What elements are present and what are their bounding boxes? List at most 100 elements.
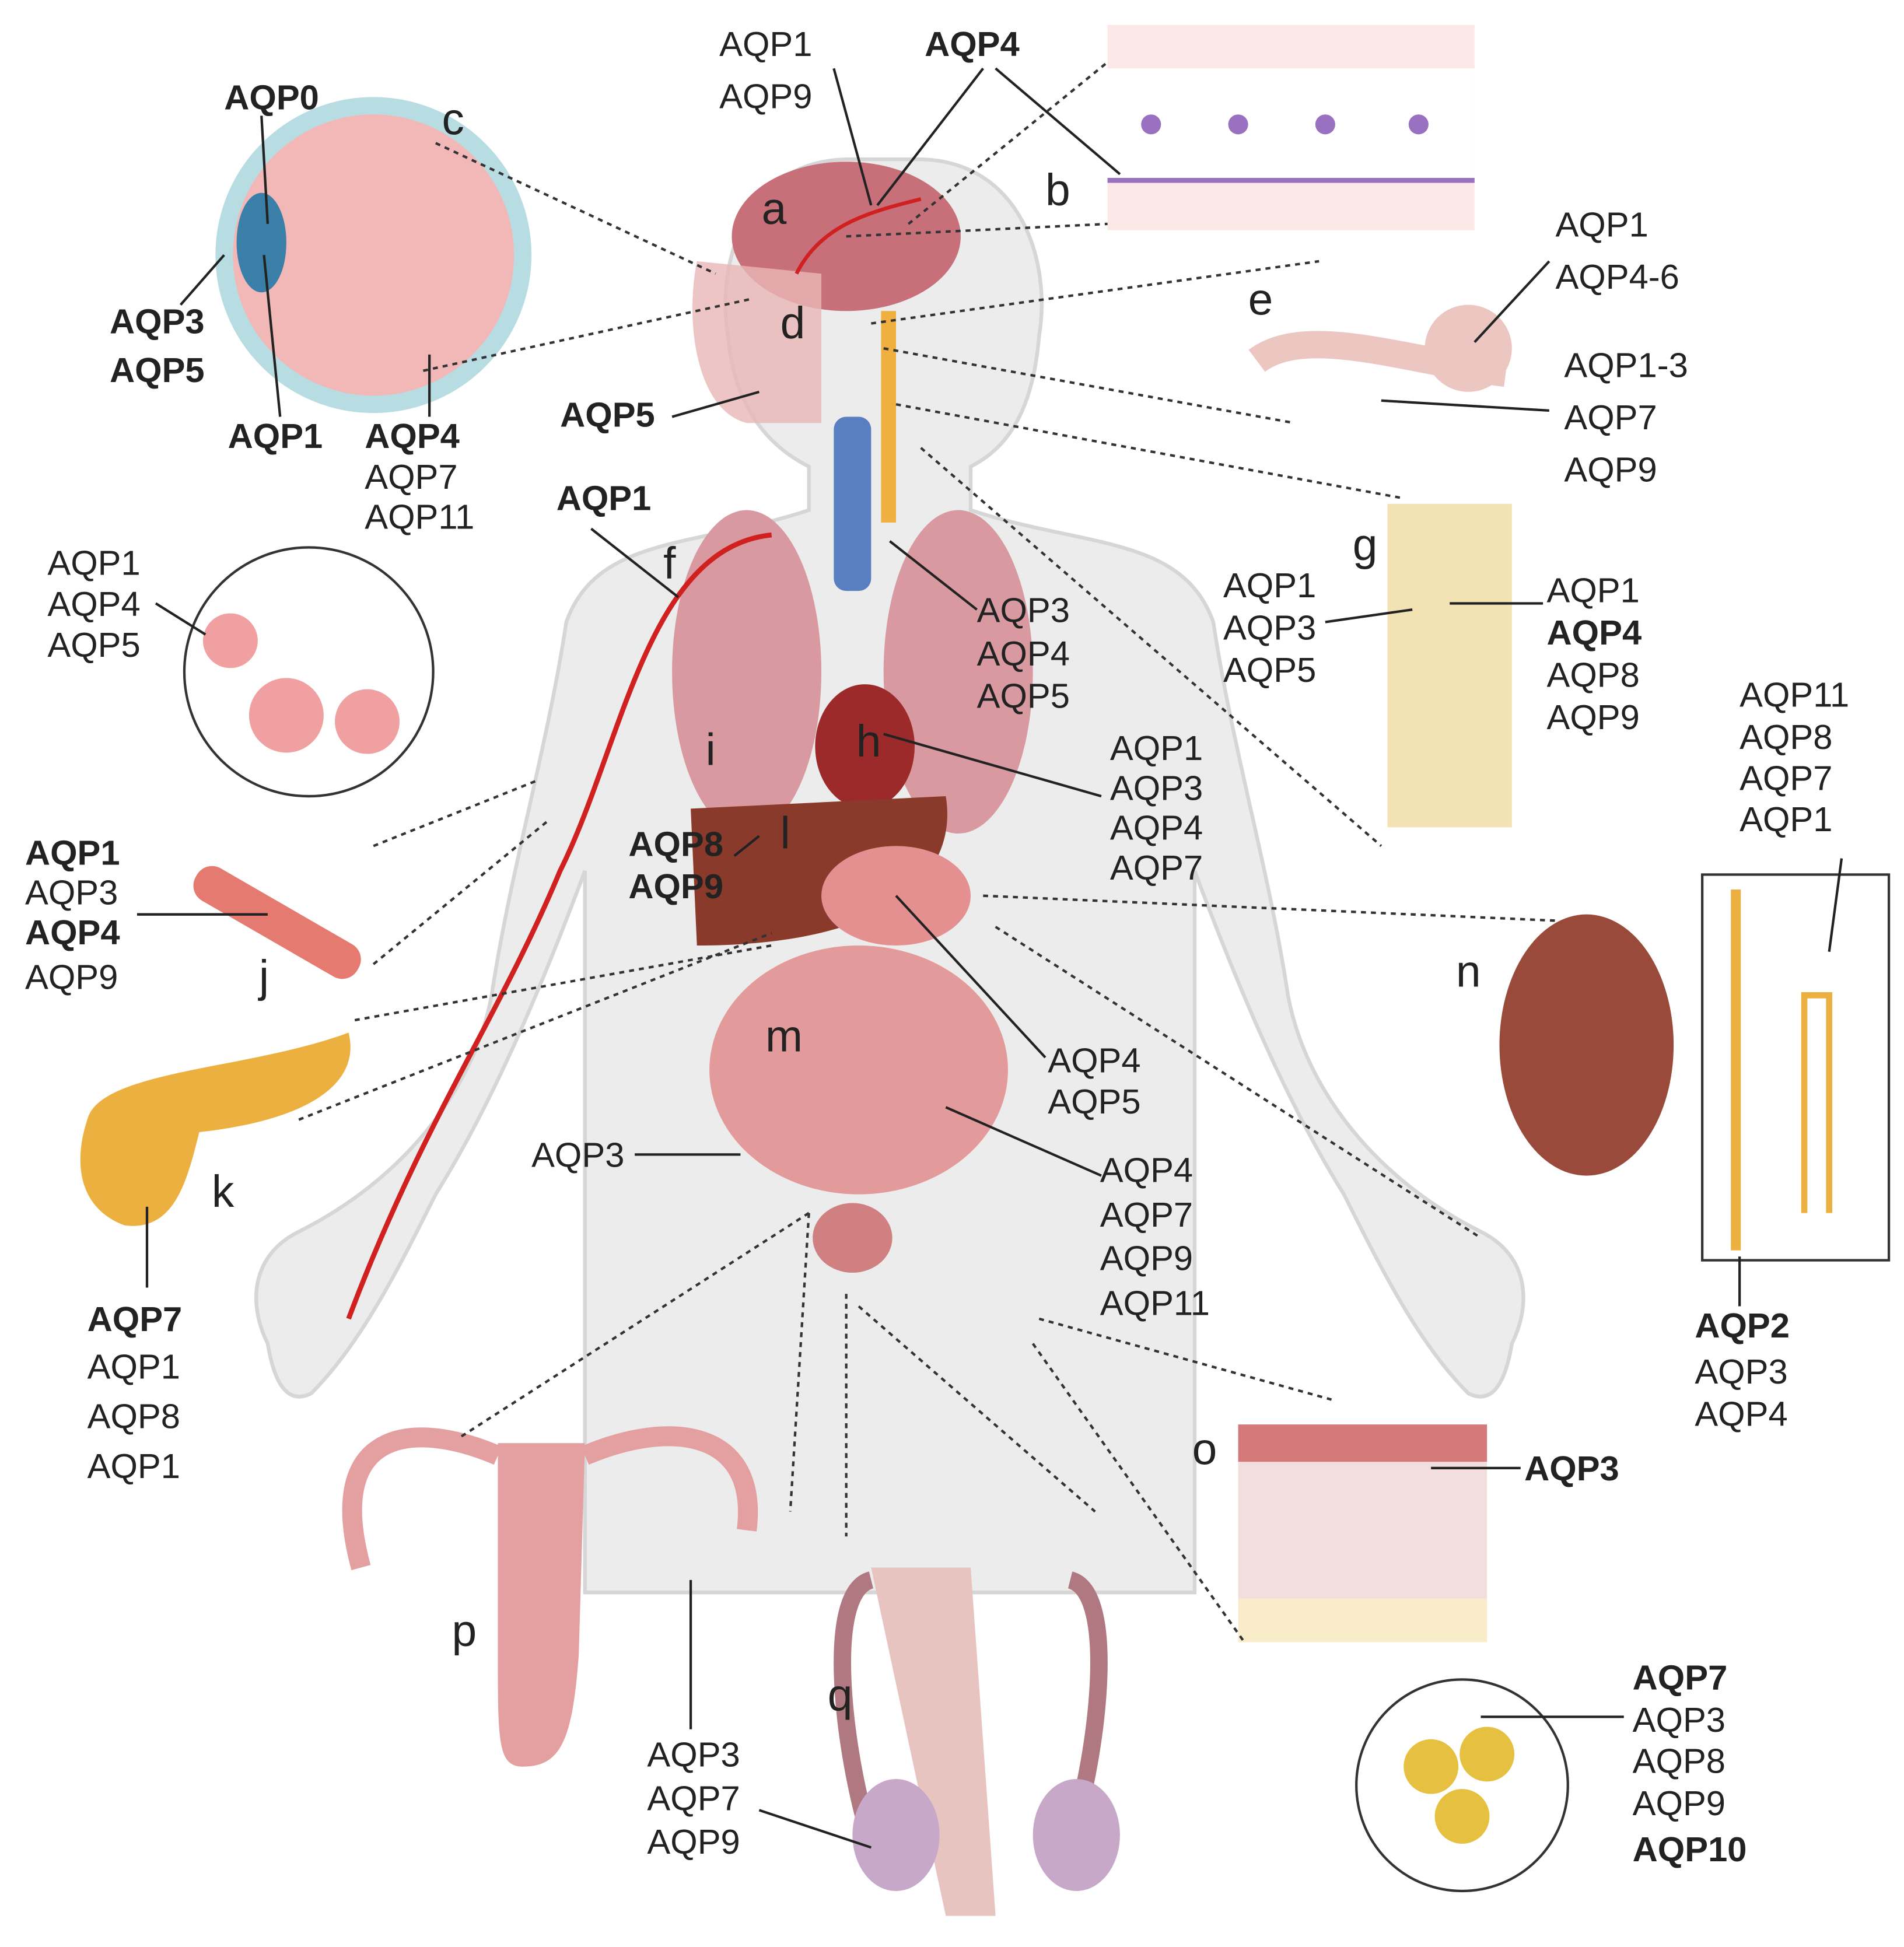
ear-vestibule-label: AQP1-3 xyxy=(1564,345,1688,384)
letter-m: m xyxy=(765,1011,803,1061)
spine-left-label: AQP3 xyxy=(1223,608,1316,647)
kidney-inset xyxy=(1499,914,1674,1176)
spine-right-label: AQP1 xyxy=(1547,570,1640,610)
ear-vestibule-label: AQP7 xyxy=(1564,398,1657,437)
trachea xyxy=(834,416,872,591)
intestine-label: AQP9 xyxy=(1100,1239,1193,1278)
panel-letters: a b c d e f g h i j k l m n o p q xyxy=(212,94,1481,1720)
letter-f: f xyxy=(663,538,676,589)
skin-label: AQP3 xyxy=(1524,1449,1619,1488)
connector-lines xyxy=(298,61,1556,1643)
airway-label: AQP4 xyxy=(977,634,1070,673)
letter-g: g xyxy=(1353,520,1378,570)
heart-label: AQP7 xyxy=(1110,848,1203,887)
organs xyxy=(346,162,1033,1320)
adipose-label: AQP10 xyxy=(1633,1830,1747,1869)
alveoli-label: AQP4 xyxy=(47,584,140,624)
glomerulus-label: AQP7 xyxy=(1740,758,1832,797)
stomach-label: AQP4 xyxy=(1048,1041,1140,1080)
letter-e: e xyxy=(1248,275,1273,325)
spine-inset xyxy=(1387,503,1512,828)
alveoli-inset xyxy=(183,546,435,798)
adipose-label: AQP9 xyxy=(1633,1784,1726,1823)
muscle-label: AQP9 xyxy=(25,958,118,997)
alveoli-label: AQP5 xyxy=(47,625,140,664)
pancreas-label: AQP7 xyxy=(88,1300,183,1339)
lung-left xyxy=(672,510,822,834)
eye-cornea-label: AQP3 xyxy=(110,302,205,341)
muscle-label: AQP4 xyxy=(25,913,120,952)
eye-cornea-label: AQP5 xyxy=(110,351,205,390)
aqp-labels: AQP0 AQP3 AQP5 AQP1 AQP4 AQP7 AQP11 AQP1… xyxy=(25,24,1849,1869)
brain-vessel-label: AQP9 xyxy=(719,77,812,116)
letter-d: d xyxy=(780,298,806,348)
leader-lines xyxy=(136,67,1843,1849)
ear-vestibule-label: AQP9 xyxy=(1564,450,1657,489)
intestine-label: AQP11 xyxy=(1100,1283,1210,1322)
spinal-cord xyxy=(881,311,897,523)
spine-right-label: AQP9 xyxy=(1547,698,1640,737)
artery-label: AQP1 xyxy=(556,478,652,517)
lung-right xyxy=(883,510,1033,834)
letter-b: b xyxy=(1045,165,1070,215)
heart-label: AQP1 xyxy=(1110,729,1203,768)
stomach-label: AQP5 xyxy=(1048,1082,1140,1121)
letter-k: k xyxy=(212,1167,235,1217)
ear-cochlea-label: AQP1 xyxy=(1555,205,1648,244)
letter-n: n xyxy=(1456,946,1481,996)
heart-shape xyxy=(815,684,915,809)
collecting-duct-label: AQP4 xyxy=(1695,1394,1787,1433)
airway-label: AQP5 xyxy=(977,677,1070,716)
letter-i: i xyxy=(706,725,716,775)
pancreas-inset xyxy=(80,1032,351,1226)
ear-cochlea-label: AQP4-6 xyxy=(1555,257,1679,296)
adipose-label: AQP3 xyxy=(1633,1700,1726,1739)
spine-left-label: AQP1 xyxy=(1223,566,1316,605)
eye-retina-label: AQP11 xyxy=(365,497,474,536)
insets xyxy=(80,24,1891,1916)
nephron-inset xyxy=(1701,873,1891,1262)
letter-j: j xyxy=(258,951,269,1001)
letter-l: l xyxy=(780,808,790,859)
muscle-label: AQP3 xyxy=(25,873,118,912)
airway-label: AQP3 xyxy=(977,590,1070,629)
ovary-label: AQP9 xyxy=(647,1822,740,1861)
spine-right-label: AQP8 xyxy=(1547,655,1640,694)
brain-vessels xyxy=(794,197,922,275)
adipose-label: AQP8 xyxy=(1633,1741,1726,1780)
heart-label: AQP3 xyxy=(1110,768,1203,807)
salivary-label: AQP5 xyxy=(560,395,655,435)
letter-a: a xyxy=(762,184,787,234)
muscle-label: AQP1 xyxy=(25,833,120,872)
spine-right-label: AQP4 xyxy=(1547,613,1642,652)
letter-h: h xyxy=(856,716,881,766)
liver-label: AQP9 xyxy=(628,867,723,906)
glomerulus-label: AQP8 xyxy=(1740,717,1832,757)
eye-retina-label: AQP4 xyxy=(365,416,460,456)
eye-retina-label: AQP7 xyxy=(365,457,457,496)
male-reproductive-inset xyxy=(871,1567,996,1916)
ovary-label: AQP3 xyxy=(647,1735,740,1774)
adipose-inset xyxy=(1355,1678,1569,1893)
glomerulus-label: AQP1 xyxy=(1740,800,1832,839)
eye-lens-label: AQP0 xyxy=(224,78,319,117)
uterus-inset xyxy=(498,1443,585,1767)
letter-p: p xyxy=(452,1606,477,1656)
eye-ciliary-label: AQP1 xyxy=(228,416,323,456)
arm-artery xyxy=(346,532,772,1320)
liver-label: AQP8 xyxy=(628,824,723,863)
ovary-label: AQP7 xyxy=(647,1778,740,1818)
colon-label: AQP3 xyxy=(531,1136,624,1175)
pancreas-label: AQP1 xyxy=(88,1447,180,1486)
letter-q: q xyxy=(828,1671,853,1721)
muscle-inset xyxy=(193,866,361,979)
intestine-label: AQP7 xyxy=(1100,1195,1193,1234)
collecting-duct-label: AQP3 xyxy=(1695,1352,1787,1391)
pancreas-label: AQP1 xyxy=(88,1347,180,1386)
adipose-label: AQP7 xyxy=(1633,1658,1728,1697)
intestine-shape xyxy=(709,946,1008,1195)
alveoli-label: AQP1 xyxy=(47,543,140,582)
brain-astrocyte-label: AQP4 xyxy=(925,24,1020,64)
letter-o: o xyxy=(1192,1424,1217,1474)
